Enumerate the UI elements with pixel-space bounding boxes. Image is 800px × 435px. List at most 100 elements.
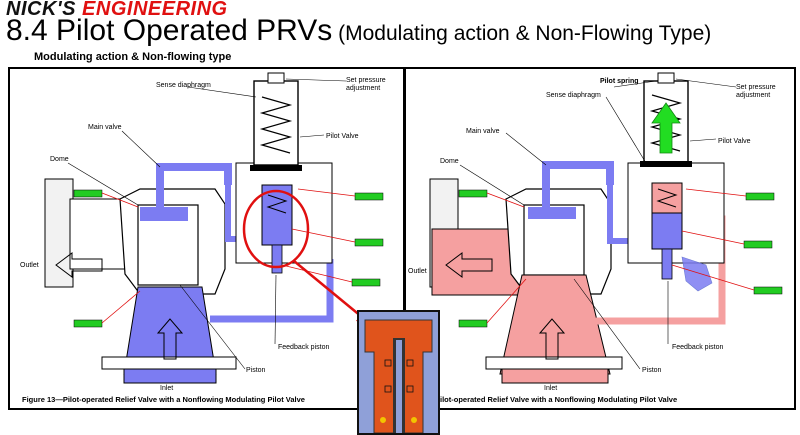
tag-inlet [73, 319, 103, 328]
leader-main-valve [121, 130, 161, 168]
leader-sense-diaphragm [605, 96, 647, 164]
inlet-arrow [538, 318, 566, 360]
leader-set-pressure [285, 78, 347, 82]
leader-piston [179, 284, 246, 370]
tag-pilot-upper [745, 192, 775, 201]
label-feedback-piston: Feedback piston [672, 344, 723, 351]
tag-pilot-seat [354, 238, 384, 247]
tag-pilot-seat-leader [291, 228, 356, 243]
leader-pilot-valve [689, 138, 717, 142]
tag-pilot-lower [753, 286, 783, 295]
label-dome: Dome [440, 158, 459, 165]
label-outlet: Outlet [20, 262, 39, 269]
highlight-circle [242, 189, 310, 269]
leader-set-pressure [675, 78, 737, 88]
zoom-seal-right-lower [406, 385, 414, 393]
sense-diaphragm [250, 165, 302, 171]
brand-engineering: ENGINEERING [82, 0, 228, 20]
tag-dome-leader [486, 192, 525, 208]
label-outlet: Outlet [408, 268, 427, 275]
tag-dome-leader [101, 192, 139, 208]
tag-pilot-lower [351, 278, 381, 287]
tag-pilot-upper-leader [297, 188, 356, 197]
dome-tube [542, 161, 614, 207]
label-pilot-valve: Pilot Valve [718, 138, 751, 145]
label-pilot-valve: Pilot Valve [326, 133, 359, 140]
dome-chamber [528, 207, 576, 219]
label-adjustment: adjustment [346, 85, 380, 92]
valve-diagram-right: Pilot spring Sense diaphragm Set pressur… [408, 72, 783, 404]
zoom-seal-left-lower [384, 385, 392, 393]
leader-pilot-valve [299, 134, 325, 138]
valve-diagram-left: Sense diaphragm Set pressure adjustment … [20, 72, 386, 404]
label-inlet: Inlet [544, 385, 557, 392]
diagram-closed-state: Sense diaphragm Set pressure adjustment … [8, 67, 405, 410]
tag-pilot-seat [743, 240, 773, 249]
diagram-relieving-state: Pilot spring Sense diaphragm Set pressur… [404, 67, 796, 410]
label-main-valve: Main valve [466, 128, 500, 135]
leader-dome [459, 164, 525, 206]
zoom-stem [396, 340, 402, 433]
tag-inlet-leader [101, 290, 141, 324]
leader-sense-diaphragm [187, 86, 257, 98]
zoom-o-ring-right [411, 417, 417, 423]
pilot-seat-zoom-inset [357, 310, 440, 435]
tag-dome [458, 189, 488, 198]
feedback-piston [661, 248, 673, 280]
pilot-internal-spring [266, 194, 288, 214]
inlet-opening [123, 368, 217, 384]
pilot-seat-chamber [651, 212, 683, 250]
zoom-o-ring-left [380, 417, 386, 423]
tag-dome [73, 189, 103, 198]
caption-right: re 13—Pilot-operated Relief Valve with a… [410, 395, 677, 404]
zoom-seal-right [406, 359, 414, 367]
tag-pilot-lower-leader [281, 264, 353, 283]
inlet-arrow [156, 318, 184, 360]
tag-inlet [458, 319, 488, 328]
outlet-arrow [55, 252, 103, 278]
pilot-bonnet [253, 80, 299, 166]
tag-pilot-seat-leader [681, 230, 745, 245]
brand-logo: NICK'S ENGINEERING [6, 0, 228, 21]
tag-inlet-leader [486, 278, 527, 324]
slide-subtitle: Modulating action & Non-flowing type [34, 51, 232, 63]
label-main-valve: Main valve [88, 124, 122, 131]
label-set-pressure: Set pressure [736, 84, 776, 91]
leader-pilot-spring [613, 80, 657, 88]
label-piston: Piston [642, 367, 662, 374]
label-pilot-spring: Pilot spring [600, 78, 639, 85]
label-adjustment: adjustment [736, 92, 770, 99]
label-dome: Dome [50, 156, 69, 163]
pilot-internal-spring [656, 188, 678, 208]
tag-pilot-upper-leader [685, 188, 747, 197]
sense-line [210, 259, 334, 323]
slide-title-main: 8.4 Pilot Operated PRVs [6, 14, 333, 47]
tag-pilot-lower-leader [671, 264, 755, 291]
label-sense-diaphragm: Sense diaphragm [156, 82, 211, 89]
label-set-pressure: Set pressure [346, 77, 386, 84]
zoom-seal-left [384, 359, 392, 367]
dome-chamber [140, 207, 188, 221]
sense-diaphragm [640, 161, 692, 167]
inlet-passage-flowing [499, 274, 611, 375]
leader-main-valve [505, 132, 547, 166]
inlet-opening [501, 368, 609, 384]
set-pressure-screw [657, 72, 675, 84]
brand-nicks: NICK'S [6, 0, 83, 20]
leader-feedback-piston [274, 274, 277, 345]
slide-title: 8.4 Pilot Operated PRVs (Modulating acti… [6, 14, 711, 48]
label-sense-diaphragm: Sense diaphragm [546, 92, 601, 99]
pilot-seat-chamber [261, 184, 293, 246]
zoom-detail [359, 312, 438, 433]
leader-dome [67, 162, 139, 206]
slide-title-suffix: (Modulating action & Non-Flowing Type) [332, 22, 712, 45]
label-inlet: Inlet [160, 385, 173, 392]
outlet-arrow [445, 252, 493, 278]
label-feedback-piston: Feedback piston [278, 344, 329, 351]
feedback-piston [271, 244, 283, 274]
pilot-vent-discharge [681, 256, 713, 292]
spring-compress-arrow [651, 102, 681, 154]
set-pressure-screw [267, 72, 285, 84]
label-piston: Piston [246, 367, 266, 374]
dome-tube [156, 163, 232, 207]
